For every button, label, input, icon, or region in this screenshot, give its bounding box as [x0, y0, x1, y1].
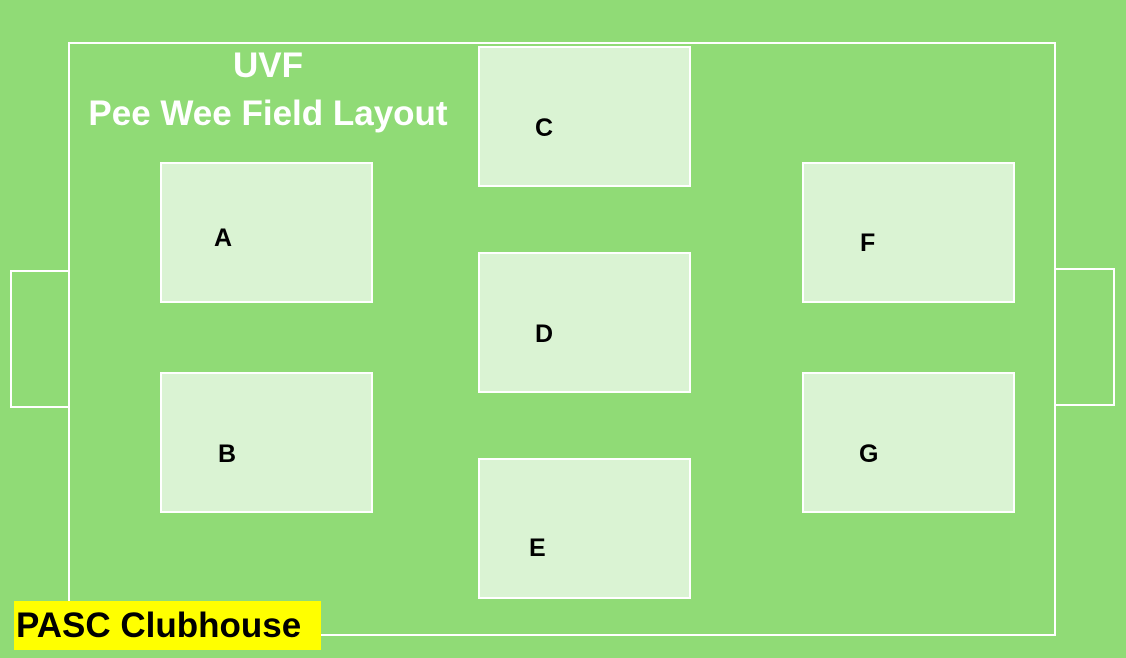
subfield-e: E: [478, 458, 691, 599]
field-boundary: [68, 42, 1056, 636]
subfield-a: A: [160, 162, 373, 303]
subfield-b-label: B: [218, 440, 237, 468]
left-goal-area: [10, 270, 70, 408]
subfield-c: C: [478, 46, 691, 187]
subfield-d-label: D: [535, 320, 554, 348]
subfield-f: F: [802, 162, 1015, 303]
subfield-b: B: [160, 372, 373, 513]
title-line-1: UVF: [233, 46, 303, 85]
subfield-f-label: F: [860, 229, 876, 257]
subfield-c-label: C: [535, 114, 554, 142]
subfield-d: D: [478, 252, 691, 393]
subfield-g-label: G: [859, 440, 879, 468]
diagram-title: UVF Pee Wee Field Layout: [68, 42, 468, 138]
subfield-e-label: E: [529, 534, 546, 562]
subfield-a-label: A: [214, 224, 233, 252]
subfield-g: G: [802, 372, 1015, 513]
right-goal-area: [1054, 268, 1115, 406]
clubhouse-label: PASC Clubhouse: [14, 601, 321, 650]
title-line-2: Pee Wee Field Layout: [88, 94, 448, 133]
